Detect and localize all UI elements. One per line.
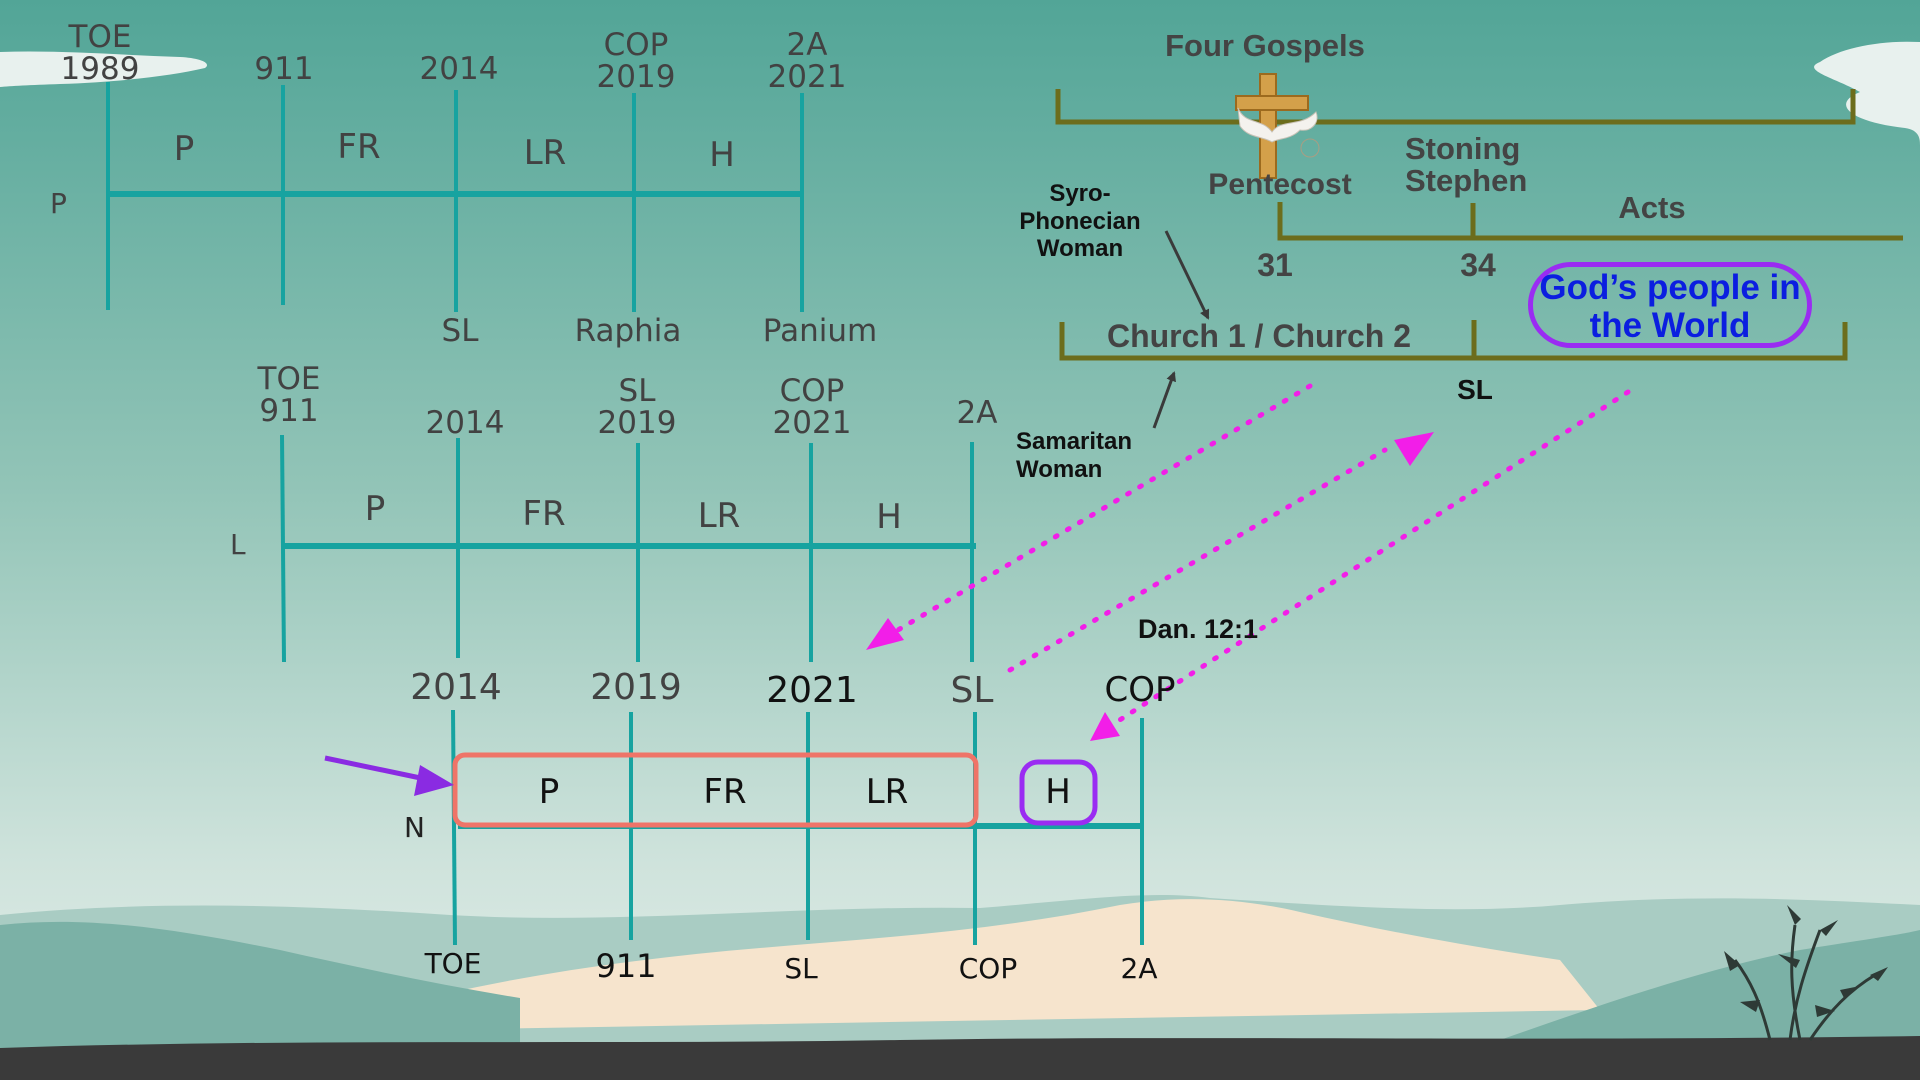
timeline-n-top-label: COP	[1104, 670, 1176, 710]
timeline-n-tick	[451, 709, 457, 946]
timeline-l-top-label: COP 2021	[772, 373, 852, 441]
timeline-n-bottom-label: TOE	[424, 947, 482, 980]
timeline-n-row-label: N	[404, 811, 425, 844]
timeline-l-top-label: TOE 911	[257, 361, 321, 429]
timeline-n-top-label: 2019	[590, 667, 682, 708]
timeline-p-top-label: TOE 1989	[60, 19, 140, 87]
timeline-p-segment: H	[709, 135, 735, 175]
timeline-p-top-label: COP 2019	[596, 27, 676, 95]
timeline-n-segment: H	[1045, 772, 1071, 812]
timeline-l-top-label: 2014	[425, 405, 505, 441]
church-1-2-label: Church 1 / Church 2	[1106, 318, 1412, 354]
timeline-n-bottom-label: 911	[595, 947, 657, 985]
pointer-arrow	[324, 755, 454, 796]
mountain-front	[0, 921, 520, 1080]
gods-people-label: God’s people in the World	[1539, 268, 1801, 345]
timeline-p-top-label: 2014	[419, 51, 499, 87]
cross-icon	[1235, 73, 1320, 179]
timeline-n-bottom-label: SL	[784, 952, 818, 985]
timeline-l-segment: P	[364, 489, 386, 529]
timeline-n-segment: LR	[865, 772, 909, 812]
acts-bracket	[1277, 202, 1903, 241]
timeline-p-segment: FR	[337, 127, 381, 167]
timeline-l-top-label: 2A	[956, 395, 998, 431]
timeline-n-segment: P	[538, 772, 560, 812]
highlight-box	[452, 752, 979, 828]
timeline-p-segment: P	[173, 129, 195, 169]
four-gospels-label: Four Gospels	[1165, 28, 1365, 63]
samaritan-label: Samaritan Woman	[1016, 428, 1133, 483]
timeline-n-bottom-label: 2A	[1120, 952, 1158, 985]
timeline-p-bottom-label: SL	[441, 313, 479, 349]
h-box	[1019, 759, 1098, 826]
timeline-n-bottom-label: COP	[958, 952, 1018, 985]
timeline-n-top-label: SL	[950, 670, 994, 711]
church-bracket	[1059, 322, 1848, 361]
four-gospels-bracket	[1055, 89, 1856, 125]
timeline-l-segment: H	[876, 497, 902, 537]
timeline-l-segment: LR	[697, 496, 741, 536]
dotted-arrow-to-2021	[895, 383, 1313, 633]
dotted-arrows	[895, 383, 1631, 728]
ground	[0, 1036, 1920, 1080]
timeline-n-top-label: 2021	[766, 670, 858, 711]
timeline-l-top-label: SL 2019	[597, 373, 677, 441]
timeline-p	[106, 82, 804, 312]
timeline-l-row-label: L	[230, 528, 246, 561]
sand-hill	[420, 899, 1600, 1030]
church-brackets	[1055, 89, 1903, 361]
timeline-l-segment: FR	[522, 494, 566, 534]
dotted-arrow-heads	[866, 432, 1434, 741]
stoning-stephen-label: Stoning Stephen	[1405, 131, 1528, 198]
pentecost-label: Pentecost	[1208, 168, 1352, 201]
dotted-arrow-to-cop	[1109, 389, 1631, 728]
bamboo-plant	[1733, 924, 1876, 1041]
acts-label: Acts	[1618, 190, 1686, 225]
syro-phonecian-arrow	[1164, 230, 1210, 320]
year-34-label: 34	[1460, 247, 1496, 283]
timeline-p-bottom-label: Panium	[762, 313, 878, 349]
timeline-p-top-label: 911	[254, 51, 314, 87]
timeline-l	[280, 434, 976, 663]
samaritan-arrow	[1152, 371, 1176, 429]
dan-reference-label: Dan. 12:1	[1137, 614, 1259, 644]
timeline-n-top-label: 2014	[410, 667, 502, 708]
cloud-right	[1814, 41, 1920, 145]
dotted-arrow-to-church	[1007, 447, 1388, 673]
syro-phonecian-label: Syro-Phonecian Woman	[1019, 180, 1141, 263]
cloud-left	[0, 51, 208, 87]
timeline-p-bottom-label: Raphia	[574, 313, 682, 349]
year-31-label: 31	[1257, 247, 1293, 283]
timeline-p-top-label: 2A 2021	[767, 27, 847, 95]
church-sl-label: SL	[1457, 374, 1493, 405]
timeline-p-row-label: P	[50, 187, 67, 220]
timeline-n-segment: FR	[703, 772, 747, 812]
bamboo-leaves	[1724, 905, 1888, 1017]
timeline-l-tick	[280, 434, 286, 663]
timeline-p-segment: LR	[523, 133, 567, 173]
gods-people-box: God’s people in the World	[1528, 262, 1812, 348]
